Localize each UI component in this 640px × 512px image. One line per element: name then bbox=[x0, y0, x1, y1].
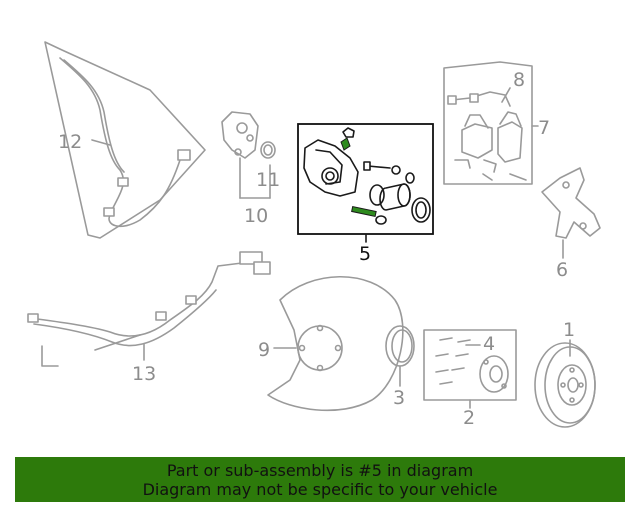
part-1-brake-rotor bbox=[534, 342, 596, 428]
callout-6: 6 bbox=[556, 259, 568, 281]
callout-2: 2 bbox=[463, 407, 475, 429]
part-11-o-ring bbox=[260, 141, 276, 159]
callout-8: 8 bbox=[513, 69, 525, 91]
parts-diagram: 12 11 10 bbox=[27, 41, 601, 429]
callout-11: 11 bbox=[256, 169, 280, 191]
part-2-hub-assembly bbox=[423, 329, 517, 401]
part-10-speed-sensor bbox=[221, 111, 271, 199]
part-7-brake-pads-box bbox=[443, 61, 533, 185]
part-12-sensor-harness bbox=[44, 41, 206, 239]
part-13-harness-bracket bbox=[27, 251, 271, 367]
callout-10: 10 bbox=[244, 205, 268, 227]
part-5-caliper-box bbox=[297, 123, 434, 235]
callout-12: 12 bbox=[58, 131, 82, 153]
part-4-studs bbox=[435, 337, 471, 385]
info-banner: Part or sub-assembly is #5 in diagram Di… bbox=[15, 457, 625, 502]
part-3-seal bbox=[385, 325, 415, 367]
callout-13: 13 bbox=[132, 363, 156, 385]
banner-line-part: Part or sub-assembly is #5 in diagram bbox=[166, 461, 474, 480]
callout-7: 7 bbox=[538, 117, 550, 139]
part-9-dust-shield bbox=[267, 275, 404, 412]
callout-9: 9 bbox=[258, 339, 270, 361]
part-6-caliper-bracket bbox=[541, 167, 601, 239]
callout-5: 5 bbox=[359, 243, 371, 265]
callout-4: 4 bbox=[483, 333, 495, 355]
banner-line-disclaimer: Diagram may not be specific to your vehi… bbox=[142, 480, 498, 499]
callout-1: 1 bbox=[563, 319, 575, 341]
callout-3: 3 bbox=[393, 387, 405, 409]
